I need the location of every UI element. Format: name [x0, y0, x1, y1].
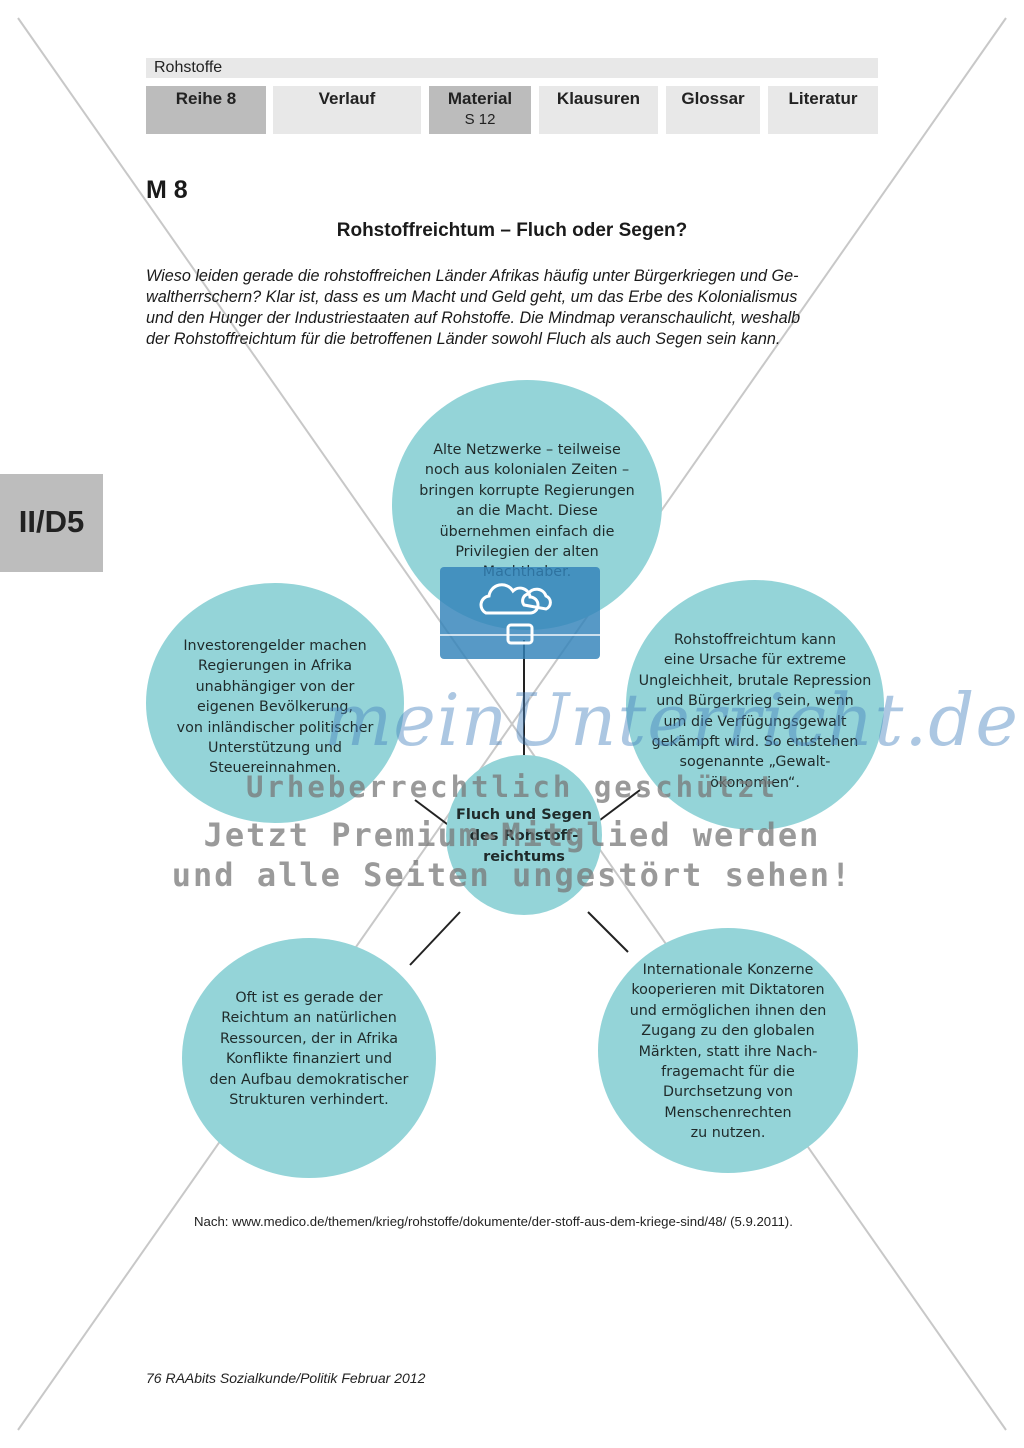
- mindmap-node-left: Investorengelder machen Regierungen in A…: [146, 583, 404, 823]
- intro-line: waltherrschern? Klar ist, dass es um Mac…: [146, 288, 798, 306]
- node-line: Privilegien der alten: [455, 544, 599, 561]
- node-line: unabhängiger von der: [195, 678, 355, 695]
- center-line: reichtums: [483, 849, 565, 865]
- nav-tab-verlauf[interactable]: Verlauf: [273, 86, 421, 134]
- node-line: gekämpft wird. So entstehen: [651, 734, 859, 751]
- nav-tab-label: Glossar: [681, 89, 745, 108]
- node-line: Durchsetzung von: [663, 1084, 793, 1101]
- nav-tab-page: S 12: [464, 111, 496, 128]
- side-section-tab: II/D5: [0, 474, 103, 572]
- node-line: und Bürgerkrieg sein, wenn: [656, 693, 854, 710]
- page-title: Rohstoffreichtum – Fluch oder Segen?: [336, 220, 688, 241]
- node-line: Konflikte finanziert und: [225, 1051, 393, 1068]
- node-line: Ungleichheit, brutale Repression: [638, 672, 872, 689]
- node-line: Oft ist es gerade der: [235, 990, 383, 1006]
- topic-bar: Rohstoffe: [146, 58, 878, 78]
- briefcase-cloud-icon: [440, 567, 600, 659]
- node-line: noch aus kolonialen Zeiten –: [424, 462, 630, 479]
- node-line: Rohstoffreichtum kann: [673, 632, 837, 648]
- side-section-label: II/D5: [18, 504, 85, 539]
- node-line: eigenen Bevölkerung,: [196, 699, 354, 716]
- node-line: von inländischer politischer: [176, 719, 374, 736]
- node-line: Zugang zu den globalen: [641, 1023, 815, 1040]
- watermark-logo: meinUnterricht.de: [324, 678, 1019, 762]
- node-line: Strukturen verhindert.: [229, 1092, 389, 1109]
- node-line: übernehmen einfach die: [439, 523, 615, 540]
- node-line: um die Verfügungsgewalt: [663, 713, 847, 730]
- mindmap-center-node: Fluch und Segen des Rohstoff- reichtums: [446, 755, 602, 915]
- center-line: des Rohstoff-: [469, 828, 579, 844]
- node-line: Ressourcen, der in Afrika: [220, 1030, 398, 1047]
- nav-tab-label: Material: [447, 89, 513, 108]
- nav-tab-label: Literatur: [788, 89, 858, 108]
- nav-tab-reihe[interactable]: Reihe 8: [146, 86, 266, 134]
- intro-line: der Rohstoffreichtum für die betroffenen…: [146, 330, 781, 348]
- mindmap-node-bottom-left: Oft ist es gerade der Reichtum an natürl…: [182, 938, 436, 1178]
- watermark-premium-2: und alle Seiten ungestört sehen!: [171, 856, 853, 894]
- material-number: M 8: [146, 176, 188, 204]
- nav-tab-klausuren[interactable]: Klausuren: [539, 86, 658, 134]
- node-line: fragemacht für die: [661, 1064, 795, 1081]
- node-line: Internationale Konzerne: [642, 962, 814, 978]
- nav-tab-material[interactable]: Material S 12: [429, 86, 531, 134]
- node-line: Steuereinnahmen.: [209, 760, 341, 777]
- mindmap-node-bottom-right: Internationale Konzerne kooperieren mit …: [598, 928, 858, 1173]
- node-line: kooperieren mit Diktatoren: [631, 982, 825, 999]
- node-line: den Aufbau demokratischer: [209, 1071, 409, 1088]
- intro-line: Wieso leiden gerade die rohstoffreichen …: [146, 267, 799, 285]
- intro-text: Wieso leiden gerade die rohstoffreichen …: [146, 266, 881, 350]
- watermark-premium: Jetzt Premium-Mitglied werden: [203, 816, 821, 854]
- nav-tab-label: Verlauf: [318, 89, 376, 108]
- node-line: Reichtum an natürlichen: [221, 1010, 397, 1027]
- node-line: ökonomien“.: [710, 774, 800, 791]
- node-line: zu nutzen.: [690, 1125, 766, 1142]
- node-line: Regierungen in Afrika: [198, 658, 352, 675]
- node-line: Alte Netzwerke – teilweise: [433, 442, 621, 458]
- center-line: Fluch und Segen: [455, 807, 593, 823]
- source-note: Nach: www.medico.de/themen/krieg/rohstof…: [194, 1214, 793, 1229]
- node-line: Investorengelder machen: [183, 638, 367, 654]
- node-line: Menschenrechten: [664, 1104, 792, 1121]
- topic-label: Rohstoffe: [154, 59, 223, 76]
- mindmap-node-right: Rohstoffreichtum kann eine Ursache für e…: [626, 580, 884, 830]
- node-line: eine Ursache für extreme: [663, 652, 847, 669]
- nav-tab-glossar[interactable]: Glossar: [666, 86, 760, 134]
- node-line: Unterstützung und: [208, 740, 342, 757]
- page-footer: 76 RAAbits Sozialkunde/Politik Februar 2…: [146, 1370, 426, 1386]
- nav-tab-label: Klausuren: [556, 89, 641, 108]
- node-line: Märkten, statt ihre Nach-: [638, 1043, 818, 1060]
- node-line: an die Macht. Diese: [456, 503, 598, 520]
- nav-tab-literatur[interactable]: Literatur: [768, 86, 878, 134]
- node-line: und ermöglichen ihnen den: [629, 1002, 827, 1019]
- intro-line: und den Hunger der Industriestaaten auf …: [146, 309, 801, 327]
- watermark-copyright: Urheberrechtlich geschützt: [246, 770, 778, 804]
- nav-tab-label: Reihe 8: [175, 89, 237, 108]
- node-line: bringen korrupte Regierungen: [419, 482, 635, 499]
- node-line: sogenannte „Gewalt-: [679, 754, 831, 771]
